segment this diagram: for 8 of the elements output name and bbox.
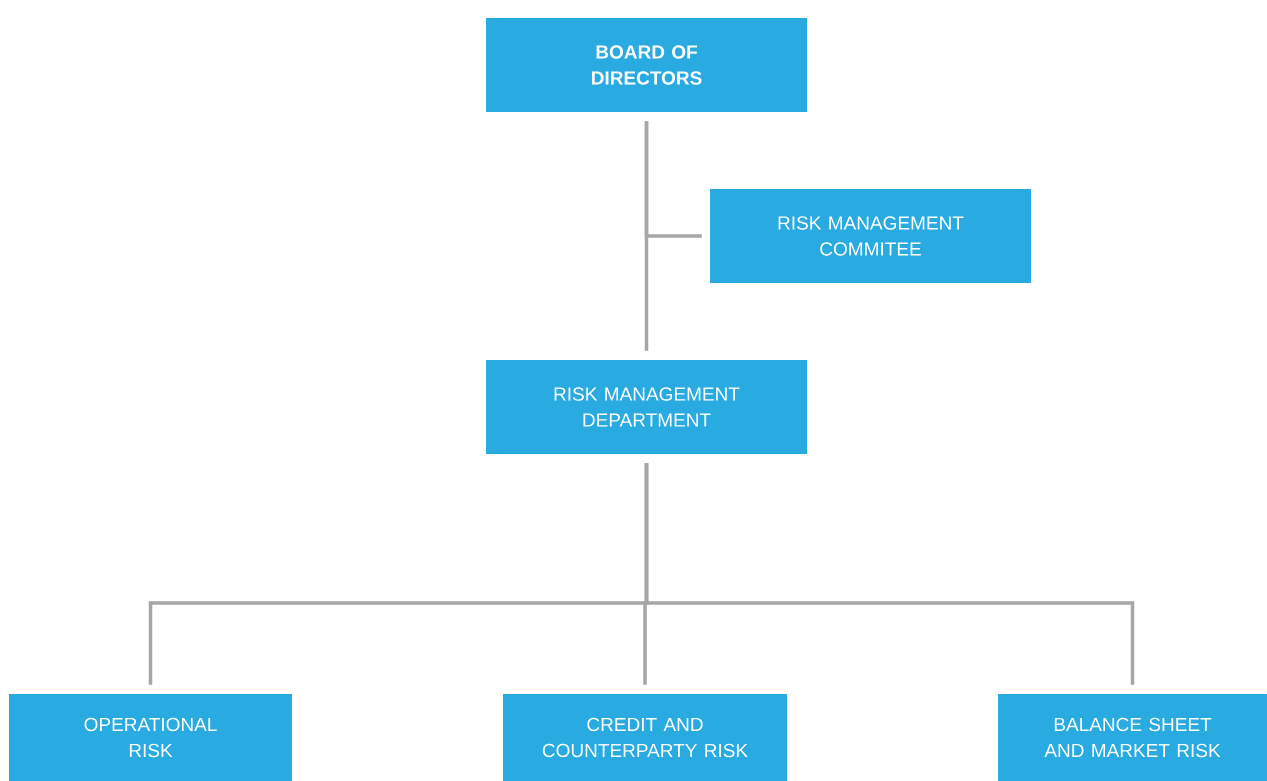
org-box: CREDIT AND COUNTERPARTY RISK bbox=[503, 694, 787, 781]
connector-line bbox=[644, 463, 1135, 685]
org-box: RISK MANAGEMENT DEPARTMENT bbox=[486, 360, 807, 454]
org-box: RISK MANAGEMENT COMMITEE bbox=[710, 189, 1031, 283]
org-box: BOARD OF DIRECTORS bbox=[486, 18, 807, 112]
connector-line bbox=[644, 121, 649, 351]
org-box: OPERATIONAL RISK bbox=[9, 694, 292, 781]
org-box: BALANCE SHEET AND MARKET RISK bbox=[998, 694, 1267, 781]
